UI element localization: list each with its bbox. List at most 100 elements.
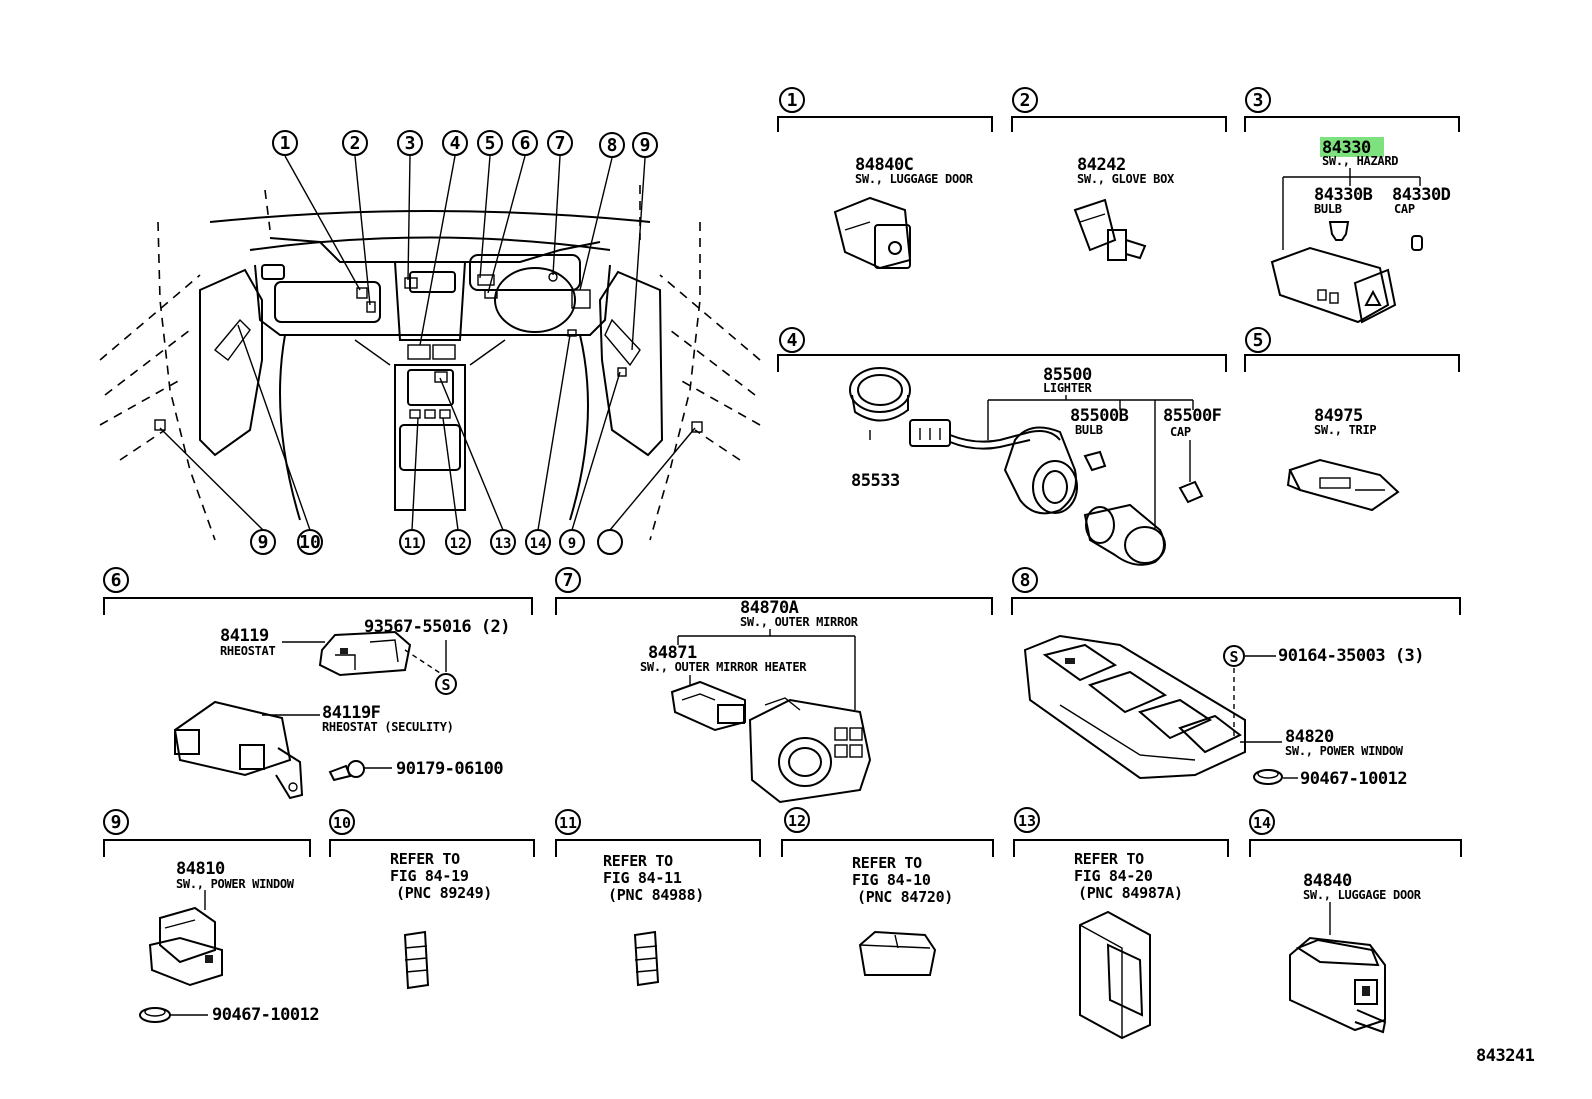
part-number[interactable]: 90467-10012 [212, 1005, 320, 1025]
bolt-icon [328, 760, 365, 782]
cap-icon [1178, 480, 1204, 504]
refer-text[interactable]: (PNC 84987A) [1078, 884, 1183, 902]
section-3: 3 84330 SW., HAZARD 84330B BULB 84330D C… [1244, 87, 1460, 324]
part-number[interactable]: 84840C [855, 155, 914, 175]
section-4: 4 85500 LIGHTER 85500B BULB 85500F CAP 8… [777, 327, 1227, 566]
bulb-icon [1328, 221, 1350, 241]
dashboard-overview [99, 155, 761, 541]
callout-circle: 1 [272, 130, 298, 156]
svg-text:6: 6 [111, 570, 122, 591]
section-12: 12 REFER TO FIG 84-10 (PNC 84720) [781, 807, 994, 976]
trip-switch-icon [1286, 458, 1400, 512]
luggage-door-switch-icon [1289, 936, 1387, 1034]
refer-text[interactable]: FIG 84-11 [603, 869, 682, 887]
clip-icon [139, 1007, 171, 1023]
callout-circle: 11 [399, 529, 425, 555]
part-number[interactable]: 84242 [1077, 155, 1126, 175]
part-name: RHEOSTAT [220, 644, 275, 658]
part-name: SW., POWER WINDOW [1285, 744, 1404, 758]
svg-text:3: 3 [405, 133, 416, 154]
svg-text:S: S [1229, 648, 1238, 666]
part-number[interactable]: 85500B [1070, 406, 1129, 426]
hazard-switch-icon [1270, 246, 1397, 324]
highlight [1320, 137, 1384, 157]
mirror-heater-switch-icon [670, 680, 746, 732]
part-number[interactable]: 84820 [1285, 727, 1334, 747]
part-number[interactable]: 85533 [851, 471, 900, 491]
svg-text:11: 11 [559, 814, 577, 832]
refer-text[interactable]: (PNC 89249) [396, 884, 492, 902]
part-number[interactable]: 84840 [1303, 871, 1352, 891]
part-name: SW., LUGGAGE DOOR [855, 172, 974, 186]
svg-text:8: 8 [607, 135, 618, 156]
outer-mirror-switch-icon [748, 697, 872, 804]
callout-circle: 4 [442, 130, 468, 156]
part-number[interactable]: 84330B [1314, 185, 1373, 205]
part-name: SW., POWER WINDOW [176, 877, 295, 891]
part-number[interactable]: 93567-55016 (2) [364, 617, 511, 637]
part-number[interactable]: 85500F [1163, 406, 1222, 426]
callout-circle: 5 [477, 130, 503, 156]
callout-circle: 9 [559, 529, 585, 555]
svg-text:14: 14 [1253, 814, 1271, 832]
lighter-plug-icon [1083, 503, 1166, 566]
clip-icon [1253, 769, 1283, 785]
callout-circle [597, 529, 623, 555]
part-number[interactable]: 84975 [1314, 406, 1363, 426]
figure-code: 843241 [1476, 1046, 1535, 1066]
part-number[interactable]: 90467-10012 [1300, 769, 1408, 789]
svg-text:7: 7 [563, 570, 574, 591]
callout-circle: 3 [397, 130, 423, 156]
refer-text[interactable]: FIG 84-19 [390, 867, 469, 885]
part-number[interactable]: 90164-35003 (3) [1278, 646, 1425, 666]
section-1: 1 84840C SW., LUGGAGE DOOR [777, 87, 993, 270]
refer-text[interactable]: REFER TO [603, 852, 673, 870]
callout-circle: 10 [297, 529, 323, 555]
svg-text:6: 6 [520, 133, 531, 154]
svg-text:9: 9 [568, 536, 576, 552]
part-number[interactable]: 84119F [322, 703, 381, 723]
part-name: SW., GLOVE BOX [1077, 172, 1175, 186]
part-number-highlighted[interactable]: 84330 [1322, 138, 1371, 158]
refer-text[interactable]: (PNC 84720) [857, 888, 953, 906]
part-name: SW., HAZARD [1322, 154, 1398, 168]
svg-text:S: S [441, 676, 450, 694]
section-8: 8 S 90164-35003 (3) 84820 SW., POWER WIN… [1011, 567, 1461, 789]
part-number[interactable]: 84871 [648, 643, 697, 663]
part-number[interactable]: 90179-06100 [396, 759, 504, 779]
svg-text:5: 5 [1253, 330, 1264, 351]
rheostat-icon [318, 630, 412, 677]
power-window-switch-icon [148, 906, 223, 987]
refer-text[interactable]: FIG 84-20 [1074, 867, 1153, 885]
bulb-icon [1083, 450, 1107, 472]
screw-symbol-icon: S [435, 673, 457, 695]
part-name: LIGHTER [1043, 381, 1093, 395]
part-number[interactable]: 85500 [1043, 365, 1092, 385]
section-7: 7 84870A SW., OUTER MIRROR 84871 SW., OU… [555, 567, 993, 804]
part-number[interactable]: 84330D [1392, 185, 1451, 205]
callout-circle: 6 [512, 130, 538, 156]
part-name: SW., TRIP [1314, 423, 1376, 437]
section-11: 11 REFER TO FIG 84-11 (PNC 84988) [555, 809, 761, 987]
callout-circle: 14 [525, 529, 551, 555]
svg-text:10: 10 [333, 814, 351, 832]
refer-text[interactable]: FIG 84-10 [852, 871, 931, 889]
part-number[interactable]: 84119 [220, 626, 269, 646]
refer-text[interactable]: (PNC 84988) [608, 886, 704, 904]
part-name: SW., OUTER MIRROR HEATER [640, 660, 807, 674]
part-name: BULB [1314, 202, 1342, 216]
rocker-switch-icon [1079, 910, 1151, 1040]
section-9: 9 84810 SW., POWER WINDOW 90467-10012 [103, 809, 320, 1025]
refer-text[interactable]: REFER TO [852, 854, 922, 872]
glove-box-switch-icon [1073, 198, 1147, 261]
refer-text[interactable]: REFER TO [1074, 850, 1144, 868]
section-13: 13 REFER TO FIG 84-20 (PNC 84987A) [1013, 807, 1229, 1040]
part-number[interactable]: 84810 [176, 859, 225, 879]
overview-callouts: 1 2 3 4 5 6 7 8 9 9 10 11 12 13 14 9 [250, 130, 658, 555]
part-number[interactable]: 84870A [740, 598, 799, 618]
refer-text[interactable]: REFER TO [390, 850, 460, 868]
svg-text:10: 10 [299, 532, 321, 553]
power-window-master-switch-icon [1023, 634, 1246, 780]
svg-text:14: 14 [530, 536, 547, 552]
